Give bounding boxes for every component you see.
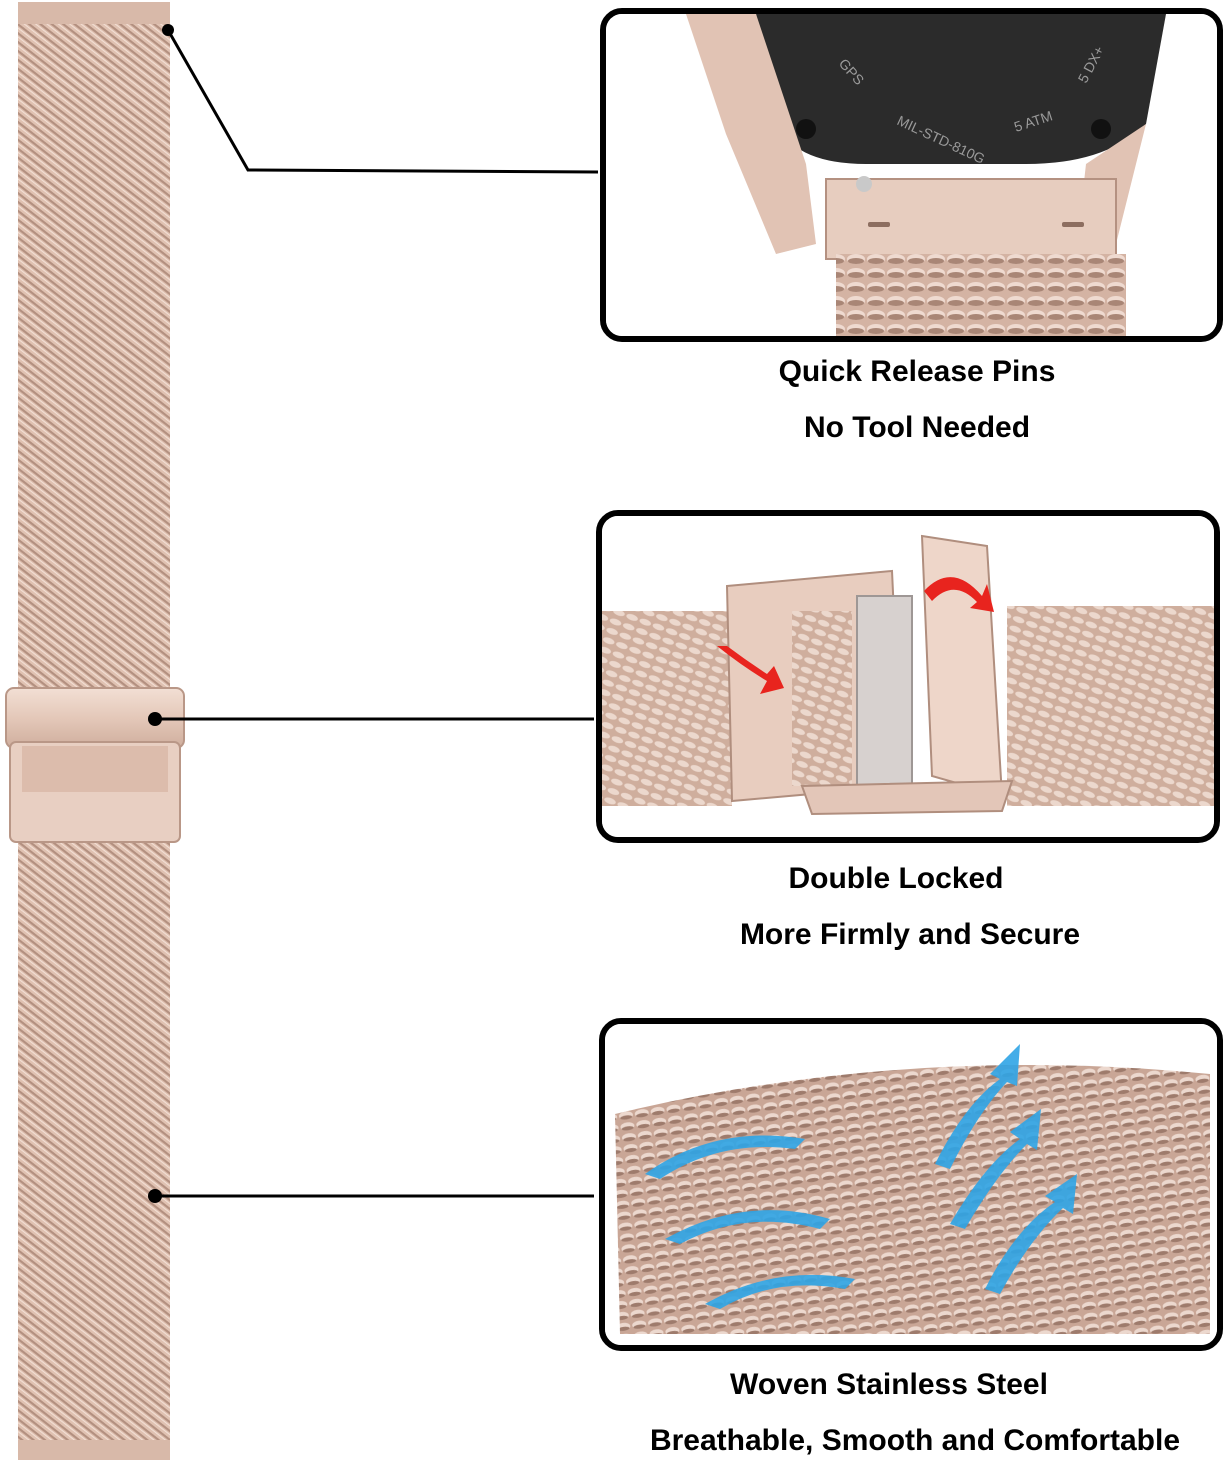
feature-2-subtitle: More Firmly and Secure: [739, 918, 1081, 951]
watch-case-closeup-image: GPS MIL-STD-810G 5 ATM 5 DX+: [606, 14, 1217, 336]
airflow-arrows-icon: [645, 1044, 1077, 1309]
quick-release-pins-panel: GPS MIL-STD-810G 5 ATM 5 DX+: [600, 8, 1223, 342]
mesh-closeup-image: [605, 1024, 1217, 1345]
red-arrow-right-icon: [924, 577, 994, 612]
feature-1-title: Quick Release Pins: [778, 355, 1056, 388]
feature-1-subtitle: No Tool Needed: [803, 411, 1031, 444]
feature-3-title: Woven Stainless Steel: [730, 1368, 1048, 1401]
double-locked-panel: [596, 510, 1220, 843]
strap-upper-mesh: [18, 2, 170, 692]
red-arrow-left-icon: [717, 646, 784, 694]
strap-buckle: [5, 687, 185, 843]
feature-3-subtitle: Breathable, Smooth and Comfortable: [649, 1424, 1181, 1457]
buckle-closeup-image: [602, 516, 1214, 837]
woven-steel-panel: [599, 1018, 1223, 1351]
mesh-watch-strap: [5, 2, 185, 1460]
feature-2-title: Double Locked: [788, 862, 1004, 895]
strap-lower-mesh: [18, 840, 170, 1460]
